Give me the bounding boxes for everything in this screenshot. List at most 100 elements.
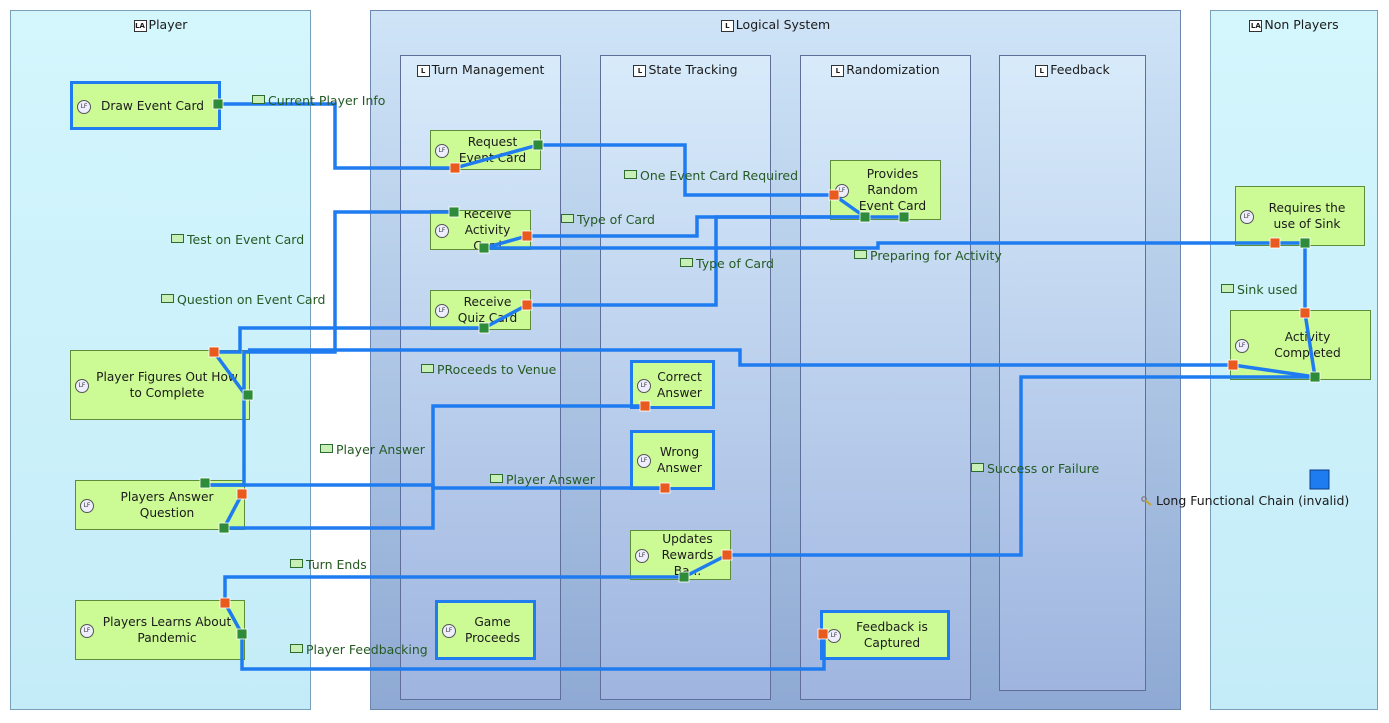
exchange-label-question-on-event-card: Question on Event Card: [161, 292, 325, 307]
port-out: [218, 522, 230, 534]
exchange-icon: [490, 474, 503, 483]
logical-function-icon: LF: [435, 144, 449, 158]
port-in: [521, 230, 533, 242]
port-in: [208, 346, 220, 358]
port-markers: [199, 98, 1321, 640]
exchange-text: Type of Card: [577, 212, 655, 227]
exchange-icon: [161, 294, 174, 303]
function-players-answer-question[interactable]: LF Players Answer Question: [75, 480, 245, 530]
exchange-label-player-feedbacking: Player Feedbacking: [290, 642, 428, 657]
function-label: Wrong Answer: [657, 445, 702, 475]
port-out: [1299, 237, 1311, 249]
exchange-icon: [252, 95, 265, 104]
exchange-line-type-of-card-2: [527, 215, 904, 307]
exchange-icon: [854, 250, 867, 259]
logical-function-icon: LF: [637, 454, 651, 468]
logical-component-icon: L: [416, 64, 430, 77]
exchange-line-player-answer-1: [224, 404, 645, 530]
port-out: [532, 139, 544, 151]
exchange-line-sink-to-completed: [1303, 312, 1317, 378]
logical-system-label: Logical System: [735, 17, 831, 32]
player-container-label: Player: [148, 17, 188, 32]
non-players-label: Non Players: [1264, 17, 1339, 32]
function-label: Draw Event Card: [100, 98, 204, 113]
exchange-icon: [290, 559, 303, 568]
exchange-icon: [561, 214, 574, 223]
logical-actor-icon: LA: [1249, 19, 1263, 32]
port-in: [721, 549, 733, 561]
exchange-text: Turn Ends: [306, 557, 367, 572]
exchange-label-current-player-info: Current Player Info: [252, 93, 385, 108]
exchange-line-answer-link: [222, 493, 244, 529]
logical-function-icon: LF: [435, 224, 449, 238]
function-players-learns[interactable]: LF Players Learns About Pandemic: [75, 600, 245, 660]
exchange-icon: [320, 444, 333, 453]
function-label: Provides Random Event Card: [858, 167, 927, 213]
exchange-line-proceeds-to-venue: [248, 348, 1316, 379]
port-in: [236, 488, 248, 500]
chain-text: Long Functional Chain (invalid): [1156, 493, 1350, 508]
port-out: [898, 211, 910, 223]
exchange-line-player-answer-2: [205, 483, 665, 490]
port-in: [449, 162, 461, 174]
exchange-label-player-answer-1: Player Answer: [320, 442, 425, 457]
exchange-label-type-of-card-1: Type of Card: [561, 212, 655, 227]
logical-component-icon: L: [831, 64, 845, 77]
port-in: [1227, 359, 1239, 371]
exchange-line-question-on-event-card: [214, 326, 484, 354]
exchange-text: Player Answer: [336, 442, 425, 457]
turn-management-label: Turn Management: [431, 62, 545, 77]
exchange-icon: [421, 364, 434, 373]
functional-chain-label[interactable]: Long Functional Chain (invalid): [1141, 493, 1349, 508]
chain-icon-svg: [1141, 496, 1152, 506]
logical-function-icon: LF: [80, 499, 94, 513]
exchange-text: Player Feedbacking: [306, 642, 428, 657]
port-out: [478, 322, 490, 334]
logical-function-icon: LF: [1235, 339, 1249, 353]
exchange-line-rewards-link: [683, 553, 728, 579]
function-game-proceeds[interactable]: LF Game Proceeds: [435, 600, 536, 660]
logical-function-icon: LF: [77, 99, 91, 114]
exchange-line-activity-to-receive: [483, 234, 528, 250]
function-label: Players Answer Question: [120, 490, 214, 520]
exchange-icon: [624, 170, 637, 179]
exchange-text: One Event Card Required: [640, 168, 799, 183]
port-in: [219, 597, 231, 609]
function-wrong-answer[interactable]: LF Wrong Answer: [630, 430, 715, 490]
port-out: [448, 206, 460, 218]
exchange-label-one-event-card: One Event Card Required: [624, 168, 798, 183]
function-label: Requires the use of Sink: [1268, 201, 1346, 231]
port-in: [521, 299, 533, 311]
exchange-icon: [971, 463, 984, 472]
exchange-line-preparing-for-activity: [484, 241, 1305, 250]
function-label: Game Proceeds: [464, 615, 521, 645]
exchange-label-test-on-event-card: Test on Event Card: [171, 232, 304, 247]
exchange-line-turn-ends: [223, 575, 684, 603]
exchange-line-player-feedbacking: [240, 634, 826, 671]
exchange-line-current-player-info: [218, 102, 455, 170]
exchange-text: Type of Card: [696, 256, 774, 271]
exchange-text: Preparing for Activity: [870, 248, 1002, 263]
logical-component-icon: L: [720, 19, 734, 32]
exchange-line-activity-loop: [212, 350, 246, 395]
port-in: [817, 628, 829, 640]
state-tracking-label: State Tracking: [648, 62, 738, 77]
function-label: Players Learns About Pandemic: [102, 615, 232, 645]
port-in: [659, 482, 671, 494]
exchange-text: Question on Event Card: [177, 292, 326, 307]
logical-function-icon: LF: [75, 379, 89, 393]
logical-function-icon: LF: [442, 624, 456, 638]
function-label: Player Figures Out How to Complete: [96, 370, 238, 400]
logical-function-icon: LF: [80, 624, 94, 638]
function-draw-event-card[interactable]: LF Draw Event Card: [70, 81, 221, 130]
logical-function-icon: LF: [637, 378, 651, 393]
exchange-line-one-event-card: [538, 143, 834, 197]
exchange-label-preparing-for-activity: Preparing for Activity: [854, 248, 1002, 263]
